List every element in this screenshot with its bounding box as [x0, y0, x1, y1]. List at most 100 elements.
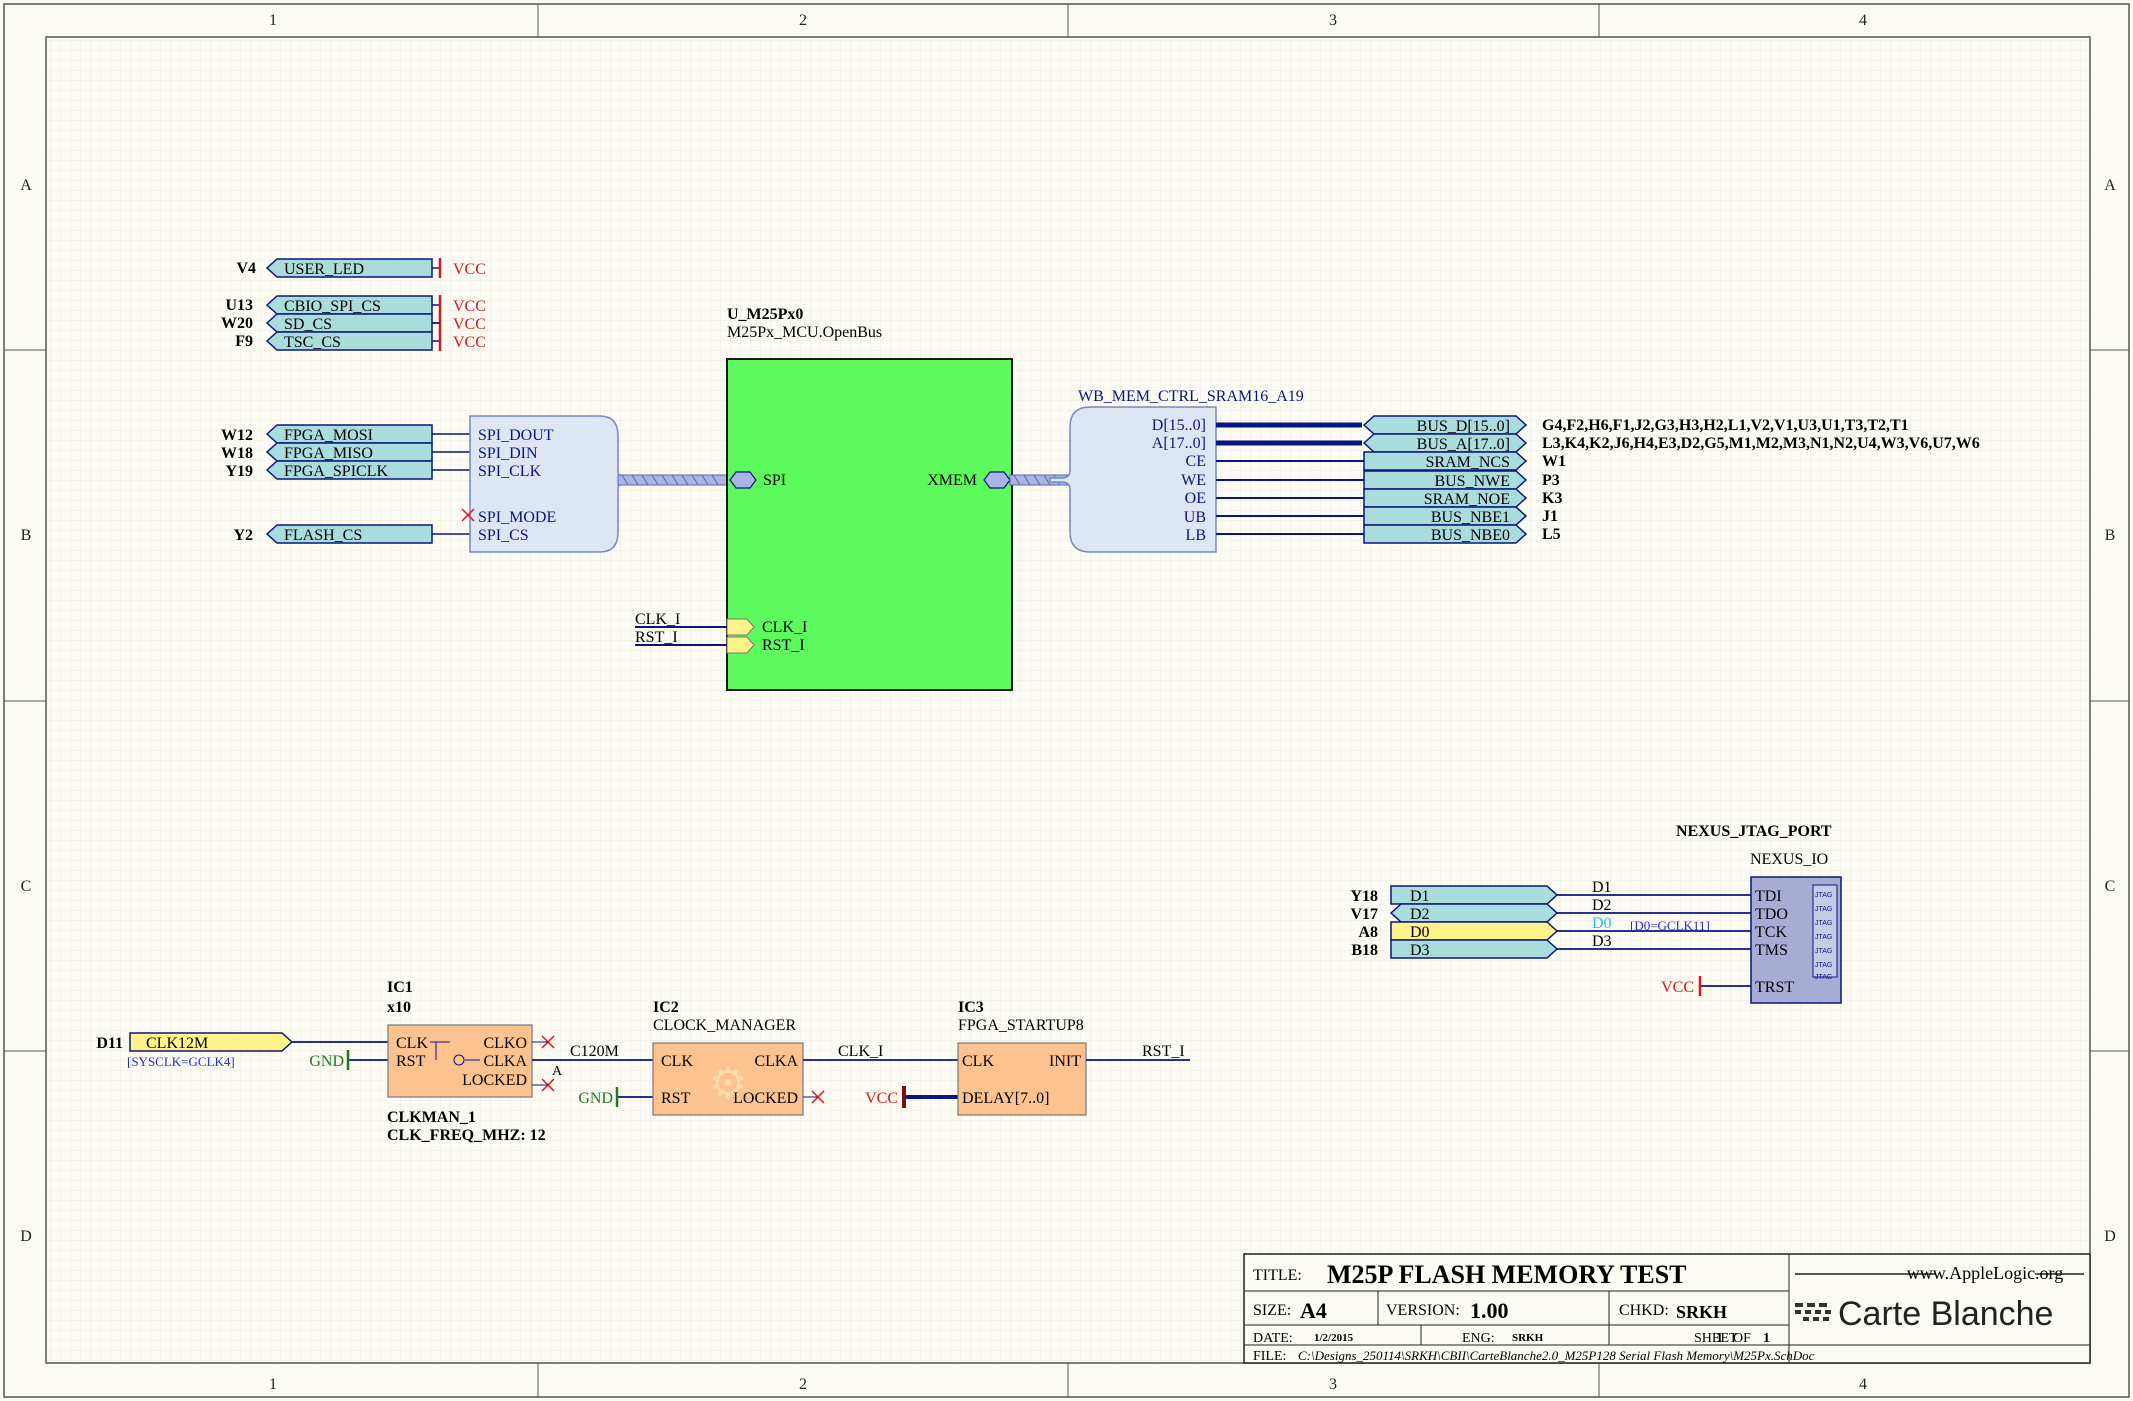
vcc-label: VCC: [453, 298, 486, 315]
port-name: D1: [1410, 888, 1430, 905]
ic-pin: CLK: [962, 1053, 994, 1070]
clk-pin-icon: [726, 618, 755, 636]
ic1-clock-multiplier[interactable]: IC1 x10 CLK RST CLKO CLKA LOCKED CLKMAN_…: [387, 979, 563, 1144]
port-bus-a[interactable]: BUS_A[17..0] L3,K4,K2,J6,H4,E3,D2,G5,M1,…: [1362, 433, 1980, 453]
col-label: 3: [1329, 1376, 1337, 1393]
xmem-port-icon: [983, 471, 1011, 489]
jtag-tag: JTAG: [1815, 962, 1832, 969]
net-label: D0: [1592, 915, 1612, 932]
file-label: FILE:: [1253, 1349, 1286, 1364]
ic1-note: A: [552, 1064, 563, 1079]
date-value: 1/2/2015: [1314, 1332, 1354, 1344]
mem-signal: UB: [1184, 509, 1206, 526]
no-connect-icon: [461, 508, 475, 522]
spi-port-icon: [729, 471, 757, 489]
port-name: FPGA_SPICLK: [284, 463, 388, 480]
port-flash-cs[interactable]: Y2 FLASH_CS: [233, 524, 470, 544]
row-label: C: [21, 878, 32, 895]
d0-note: [D0=GCLK11]: [1630, 918, 1710, 933]
gnd-label: GND: [578, 1090, 613, 1107]
port-jtag-d0[interactable]: A8 D0: [1358, 921, 1559, 941]
sheet-title: M25P FLASH MEMORY TEST: [1327, 1260, 1687, 1289]
mem-signal: A[17..0]: [1152, 435, 1206, 452]
port-jtag-d3[interactable]: B18 D3: [1351, 939, 1559, 959]
jtag-tag: JTAG: [1815, 948, 1832, 955]
sheet-label: SHEET: [1694, 1331, 1738, 1346]
row-label: A: [2104, 177, 2116, 194]
port-tsc-cs[interactable]: F9 TSC_CS: [235, 331, 440, 351]
pin-label: F9: [235, 333, 253, 350]
ic1-name: CLKMAN_1: [387, 1109, 476, 1126]
mcu-clk-pin: CLK_I: [762, 619, 807, 636]
port-bus-nwe[interactable]: BUS_NWE P3: [1363, 470, 1560, 490]
port-user-led[interactable]: V4 USER_LED: [236, 258, 440, 278]
jtag-component[interactable]: JTAG JTAG JTAG JTAG JTAG JTAG JTAG TDI T…: [1750, 876, 1842, 1004]
port-fpga-spiclk[interactable]: Y19 FPGA_SPICLK: [225, 460, 470, 480]
jtag-pin: TMS: [1755, 942, 1788, 959]
port-sram-ncs[interactable]: SRAM_NCS W1: [1363, 451, 1566, 471]
mem-signal: D[15..0]: [1152, 417, 1206, 434]
spi-port-label: SPI: [763, 472, 786, 489]
ic-pin: CLKA: [483, 1053, 527, 1070]
net-label: D3: [1592, 933, 1612, 950]
jtag-designator: NEXUS_JTAG_PORT: [1676, 823, 1832, 840]
chkd-value: SRKH: [1676, 1302, 1727, 1322]
jtag-section: NEXUS_JTAG_PORT NEXUS_IO JTAG JTAG JTAG …: [1350, 823, 1842, 1004]
gnd-label: GND: [309, 1053, 344, 1070]
mcu-component[interactable]: U_M25Px0 M25Px_MCU.OpenBus SPI XMEM CLK_…: [726, 306, 1013, 691]
ic3-fpga-startup[interactable]: IC3 FPGA_STARTUP8 CLK INIT DELAY[7..0]: [957, 999, 1087, 1116]
port-jtag-d1[interactable]: Y18 D1: [1350, 885, 1559, 905]
port-name: BUS_A[17..0]: [1417, 436, 1510, 453]
ic2-clock-manager[interactable]: IC2 CLOCK_MANAGER ⚙ CLK RST CLKA LOCKED: [652, 999, 804, 1116]
net-label: CLK_I: [838, 1043, 883, 1060]
sheet-value: 1: [1716, 1331, 1723, 1346]
spi-signal: SPI_CS: [478, 527, 529, 544]
ic-pin: DELAY[7..0]: [962, 1090, 1049, 1107]
ic2-designator: IC2: [653, 999, 679, 1016]
port-fpga-mosi[interactable]: W12 FPGA_MOSI: [221, 424, 470, 444]
port-name: FPGA_MISO: [284, 445, 373, 462]
port-name: BUS_NBE0: [1431, 527, 1510, 544]
eng-label: ENG:: [1462, 1331, 1495, 1346]
port-clk12m[interactable]: D11 CLK12M: [96, 1032, 294, 1052]
row-label: A: [20, 177, 32, 194]
net-label: D2: [1592, 897, 1612, 914]
mcu-clk-rst-nets: CLK_I RST_I: [635, 611, 727, 646]
version-value: 1.00: [1470, 1298, 1509, 1323]
jtag-tag: JTAG: [1815, 920, 1832, 927]
net-label: RST_I: [1142, 1043, 1185, 1060]
pin-list: W1: [1542, 453, 1566, 470]
port-bus-d[interactable]: BUS_D[15..0] G4,F2,H6,F1,J2,G3,H3,H2,L1,…: [1362, 415, 1909, 435]
sheet-border: 1 2 3 4 1 2 3 4 A B C D A B C D: [3, 3, 2130, 1398]
col-label: 2: [799, 1376, 807, 1393]
left-ports: V4 USER_LED U13 CBIO_SPI_CS W20 SD_CS F9…: [221, 258, 486, 544]
port-bus-nbe0[interactable]: BUS_NBE0 L5: [1363, 524, 1561, 544]
ic1-designator: IC1: [387, 979, 413, 996]
pin-label: A8: [1358, 924, 1378, 941]
pin-label: W20: [221, 315, 253, 332]
jtag-pin: TDI: [1755, 888, 1782, 905]
ic3-part: FPGA_STARTUP8: [958, 1017, 1084, 1034]
logo-site: www.AppleLogic.org: [1907, 1263, 2063, 1283]
ic-pin: RST: [396, 1053, 426, 1070]
col-label: 1: [269, 1376, 277, 1393]
net-label: C120M: [570, 1043, 619, 1060]
spi-signal: SPI_DIN: [478, 445, 538, 462]
title-label: TITLE:: [1253, 1267, 1302, 1284]
jtag-part: NEXUS_IO: [1750, 851, 1828, 868]
ic-pin: CLKA: [754, 1053, 798, 1070]
port-fpga-miso[interactable]: W18 FPGA_MISO: [221, 442, 470, 462]
port-sram-noe[interactable]: SRAM_NOE K3: [1363, 488, 1562, 508]
mem-harness-connector[interactable]: WB_MEM_CTRL_SRAM16_A19 D[15..0] A[17..0]…: [1009, 388, 1304, 553]
net-label: CLK_I: [635, 611, 680, 628]
row-label: B: [2105, 527, 2116, 544]
port-sd-cs[interactable]: W20 SD_CS: [221, 313, 440, 333]
port-name: TSC_CS: [284, 334, 341, 351]
ic-pin: INIT: [1049, 1053, 1081, 1070]
port-name: BUS_NWE: [1434, 473, 1510, 490]
spi-harness-connector[interactable]: SPI_DOUT SPI_DIN SPI_CLK SPI_MODE SPI_CS: [461, 415, 731, 553]
size-value: A4: [1300, 1298, 1327, 1323]
port-cbio-spi-cs[interactable]: U13 CBIO_SPI_CS: [225, 295, 440, 315]
chkd-label: CHKD:: [1619, 1302, 1669, 1319]
port-bus-nbe1[interactable]: BUS_NBE1 J1: [1363, 506, 1558, 526]
